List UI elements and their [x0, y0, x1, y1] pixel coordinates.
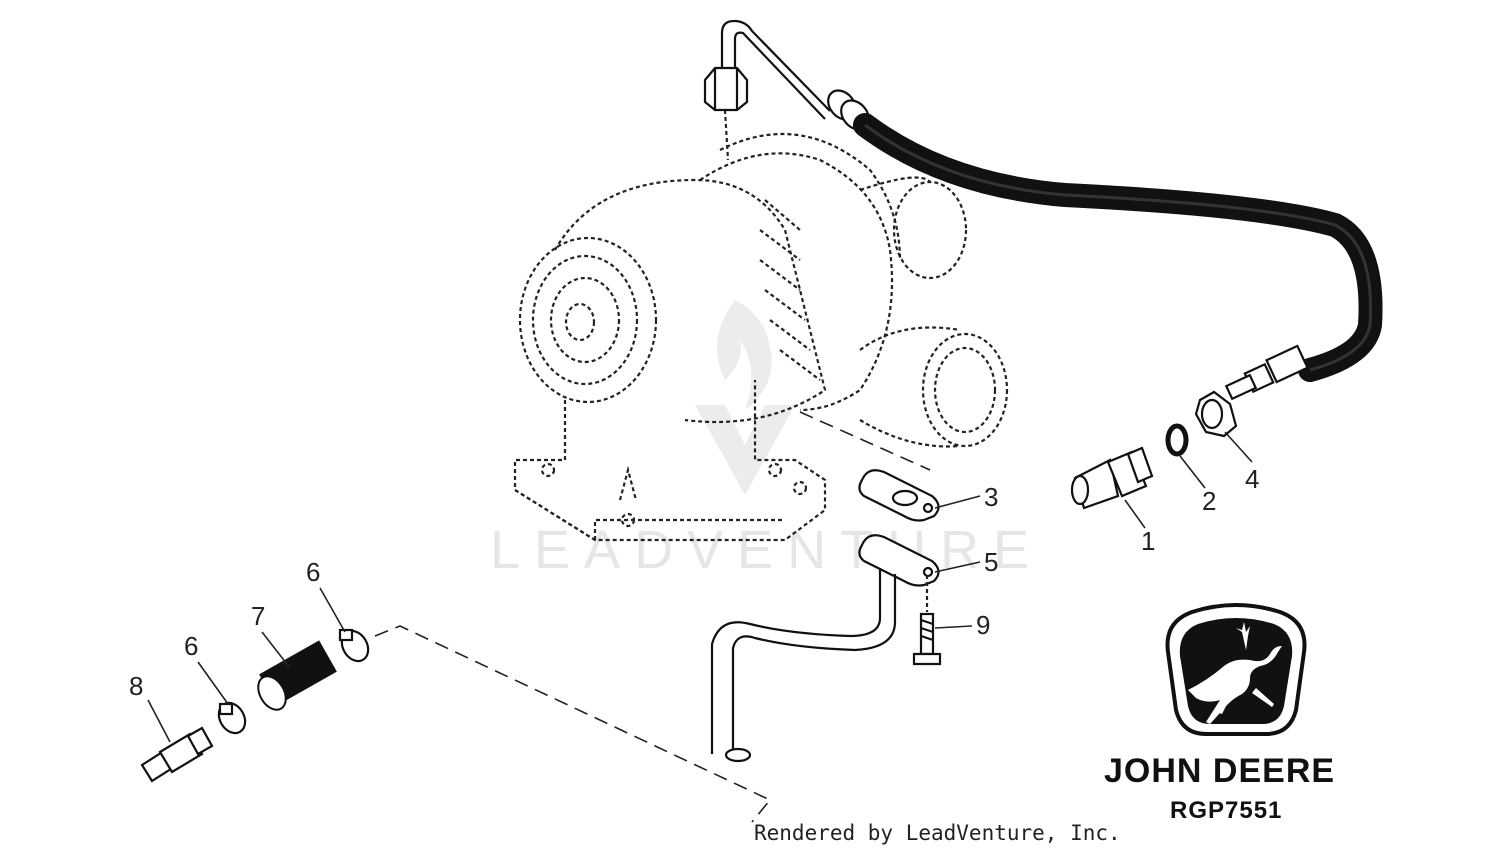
callout-7: 7	[251, 601, 265, 631]
part-6-hose-clamp-b	[338, 628, 370, 663]
callout-6-right: 6	[306, 557, 320, 587]
part-1-adapter-fitting	[1070, 446, 1154, 510]
part-4-swivel-nut	[1194, 390, 1238, 438]
part-2-o-ring	[1165, 423, 1189, 457]
watermark-text: LEADVENTURE	[490, 520, 1043, 580]
gasket-alignment-line	[799, 411, 931, 471]
leader-lines	[147, 431, 1253, 743]
drawing-code: RGP7551	[1170, 797, 1282, 824]
callout-3: 3	[984, 482, 998, 512]
watermark: LEADVENTURE	[490, 300, 1043, 580]
deer-icon	[1188, 622, 1282, 724]
john-deere-logo: JOHN DEERE RGP7551	[1104, 603, 1335, 824]
callout-5: 5	[984, 547, 998, 577]
part-3-gasket	[858, 469, 940, 522]
render-credit: Rendered by LeadVenture, Inc.	[754, 821, 1121, 845]
hose-kit-alignment-line	[374, 625, 772, 823]
part-6-hose-clamp-a	[217, 701, 247, 735]
oil-supply-line	[703, 19, 1383, 401]
brand-name: JOHN DEERE	[1104, 752, 1335, 790]
callout-2: 2	[1202, 486, 1216, 516]
part-8-hose-fitting	[140, 726, 214, 783]
part-7-hose	[257, 640, 337, 711]
turbocharger-outline	[513, 109, 1009, 542]
turbine-rib-lines	[759, 199, 821, 381]
callout-1: 1	[1141, 526, 1155, 556]
callout-6-left: 6	[184, 631, 198, 661]
callout-3-4: 4	[1245, 464, 1259, 494]
callout-9: 9	[976, 610, 990, 640]
part-9-cap-screw	[912, 612, 942, 666]
oil-return-tube	[710, 568, 897, 763]
callout-numbers: 1 2 4 3 5 9 6 7 6 8	[129, 464, 1259, 701]
callout-8: 8	[129, 671, 143, 701]
